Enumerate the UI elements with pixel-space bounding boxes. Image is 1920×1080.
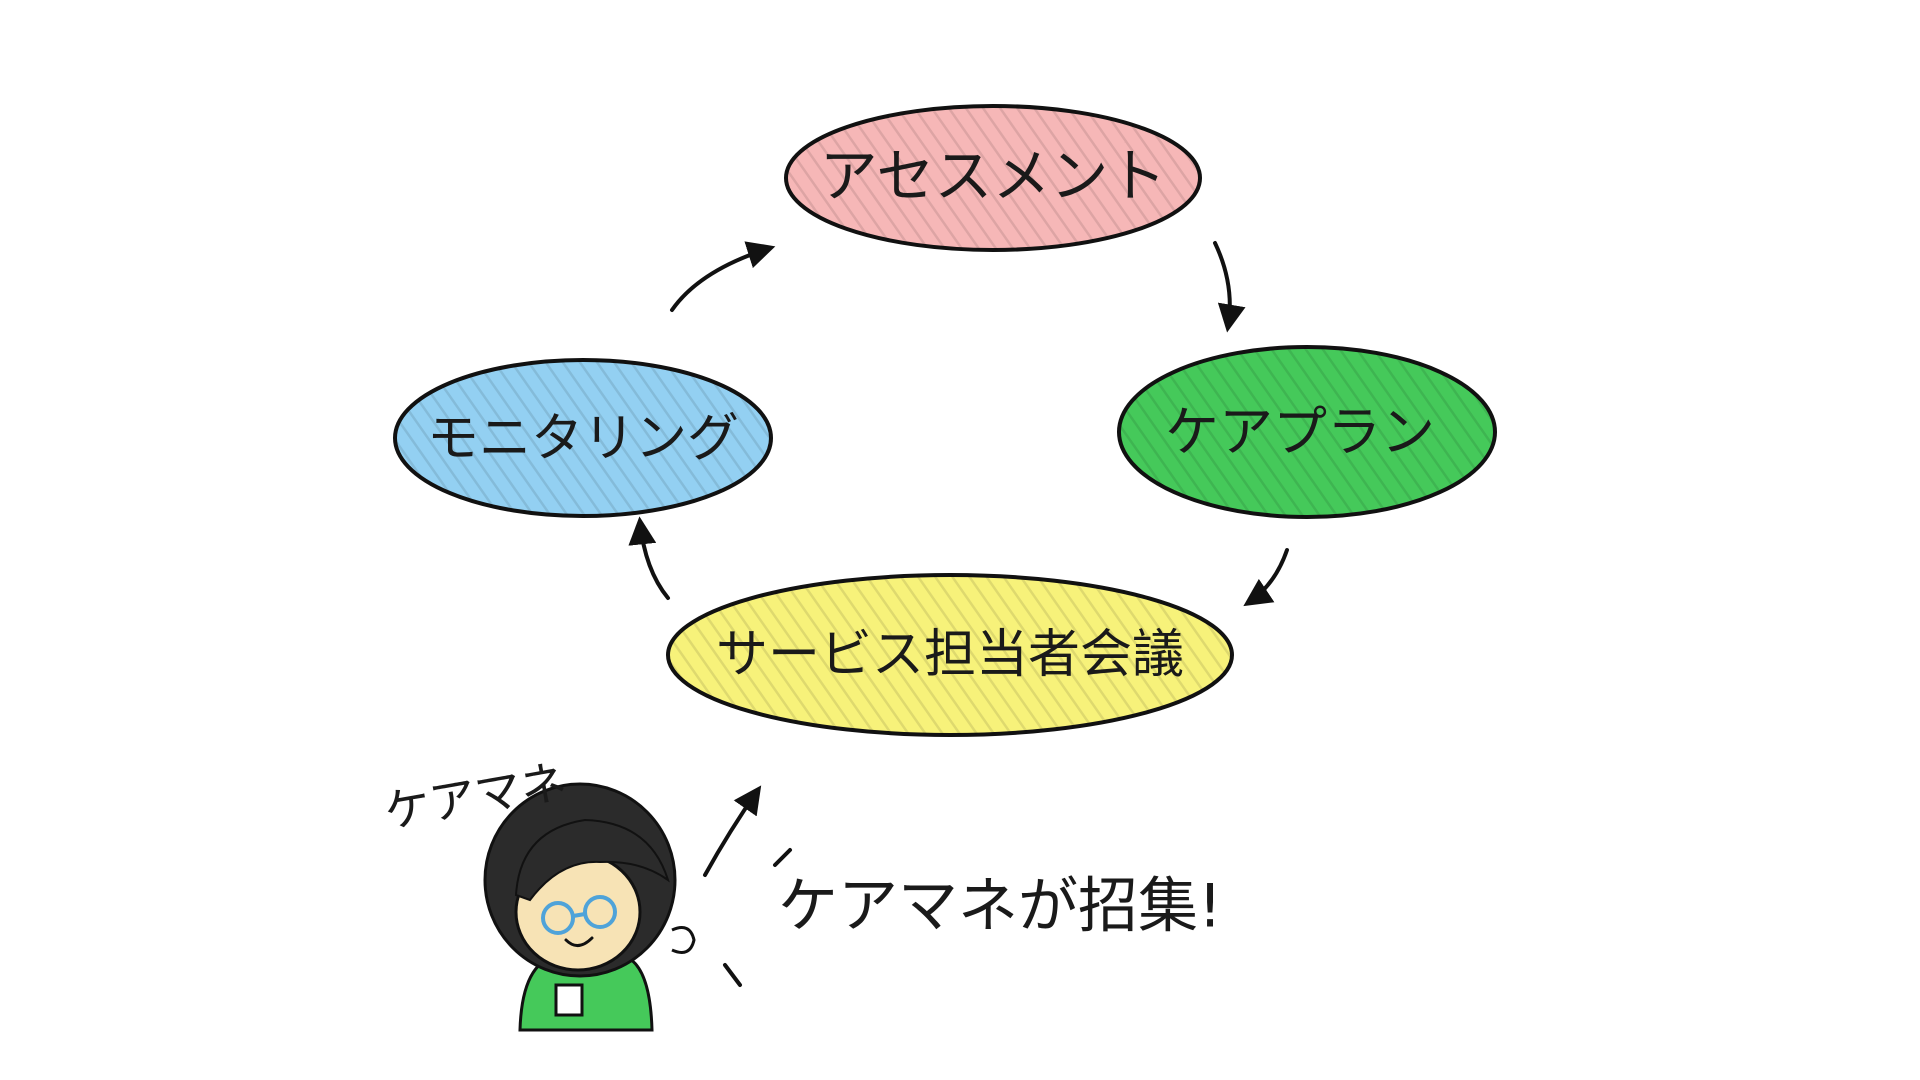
character-smile: [564, 936, 594, 947]
summon-callout: ケアマネが招集!: [778, 872, 1222, 942]
character-hand: [671, 926, 696, 954]
node-careplan-hatch: [1119, 347, 1495, 517]
node-assessment-hatch: [786, 106, 1200, 250]
emphasis-marks: [723, 848, 792, 987]
arrow-summon-to-meeting: [703, 785, 762, 877]
care-manager-character: [483, 782, 696, 1032]
node-monitoring-hatch: [395, 360, 771, 516]
character-bangs: [514, 818, 670, 902]
node-monitoring: モニタリング: [393, 358, 773, 518]
arrow-monitoring-to-assessment: [670, 241, 776, 312]
node-careplan: ケアプラン: [1117, 345, 1497, 519]
arrow-careplan-to-meeting: [1243, 548, 1289, 607]
node-assessment: アセスメント: [784, 104, 1202, 252]
node-monitoring-label: モニタリング: [427, 409, 739, 469]
glasses-icon: [541, 895, 617, 935]
node-meeting: サービス担当者会議: [666, 573, 1234, 737]
arrow-meeting-to-monitoring: [628, 516, 670, 600]
node-meeting-hatch: [668, 575, 1232, 735]
node-assessment-label: アセスメント: [820, 142, 1167, 210]
node-meeting-label: サービス担当者会議: [716, 625, 1184, 685]
arrow-assessment-to-careplan: [1213, 241, 1246, 333]
node-careplan-label: ケアプラン: [1165, 401, 1435, 464]
character-badge: [554, 983, 584, 1017]
